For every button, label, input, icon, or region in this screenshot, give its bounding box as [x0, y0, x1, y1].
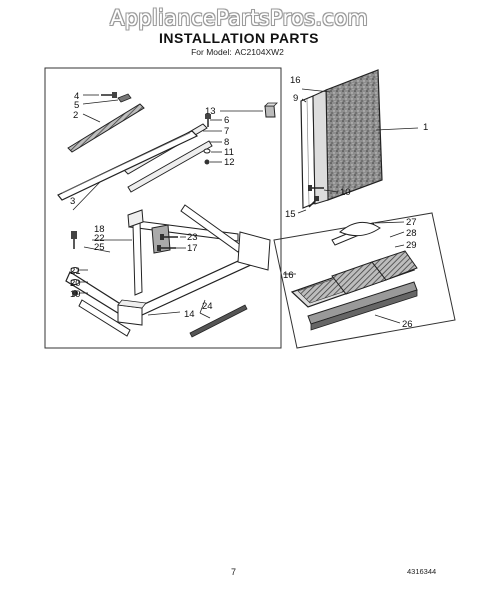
model-label: For Model:: [191, 47, 232, 57]
part-screw-18: [71, 231, 77, 249]
callout-26: 26: [402, 319, 413, 330]
callout-6: 6: [224, 115, 229, 126]
callout-15: 15: [285, 209, 296, 220]
part-screw-15: [308, 196, 319, 208]
part-strip-2: [67, 103, 145, 153]
watermark-text: AppliancePartsPros.com: [109, 6, 369, 30]
callout-13: 13: [205, 106, 216, 117]
callout-14: 14: [184, 309, 195, 320]
callout-25: 25: [94, 242, 105, 253]
callout-1: 1: [423, 122, 428, 133]
callout-29: 29: [406, 240, 417, 251]
callout-24: 24: [202, 301, 213, 312]
part-washer-20: [70, 279, 80, 285]
part-rail-3: [57, 130, 199, 201]
callout-12: 12: [224, 157, 235, 168]
part-block-13: [264, 102, 278, 118]
callout-20: 20: [70, 278, 81, 289]
callout-16-upper: 16: [290, 75, 301, 86]
callout-9: 9: [293, 93, 298, 104]
part-seal-27: [331, 221, 381, 246]
part-screw-6: [205, 114, 211, 127]
part-strap-22: [127, 209, 144, 296]
part-screw-10: [308, 185, 324, 191]
part-rod-14: [189, 304, 248, 338]
page-number: 7: [231, 567, 237, 577]
part-nut-12: [204, 159, 210, 165]
page-title: INSTALLATION PARTS: [159, 30, 319, 46]
callout-22: 22: [94, 233, 105, 244]
callout-4: 4: [74, 91, 79, 102]
model-number: AC2104XW2: [234, 47, 284, 57]
model-subtitle: For Model:AC2104XW2: [0, 47, 478, 57]
callout-18: 18: [94, 224, 105, 235]
callout-11: 11: [224, 147, 234, 158]
callout-3: 3: [70, 196, 75, 207]
callout-19: 19: [70, 289, 81, 300]
part-rail-26: [307, 281, 418, 331]
leader-lines: [72, 88, 419, 324]
right-group-frame: [273, 212, 456, 349]
part-screw-17: [157, 245, 176, 251]
part-filter-29: [371, 250, 418, 281]
callout-17: 17: [187, 243, 198, 254]
callout-28: 28: [406, 228, 417, 239]
part-nut-19: [72, 290, 78, 296]
callout-7: 7: [224, 126, 229, 137]
callout-21: 21: [70, 266, 81, 277]
part-panel-1: [312, 69, 383, 205]
callout-5: 5: [74, 100, 79, 111]
left-group-frame: [44, 67, 282, 349]
part-bracket-5: [117, 93, 132, 103]
part-washer-21: [70, 267, 80, 273]
callout-10: 10: [340, 187, 351, 198]
part-screw-4: [101, 92, 117, 98]
callout-27: 27: [406, 217, 417, 228]
callout-16-lower: 16: [283, 270, 294, 281]
callout-8: 8: [224, 137, 229, 148]
document-number: 4316344: [407, 567, 437, 576]
callout-23: 23: [187, 232, 198, 243]
part-washer-11: [203, 148, 211, 154]
part-bracket-23: [151, 224, 178, 254]
part-strip-8: [127, 140, 213, 193]
part-support-frame-24: [65, 204, 271, 337]
callout-2: 2: [73, 110, 78, 121]
